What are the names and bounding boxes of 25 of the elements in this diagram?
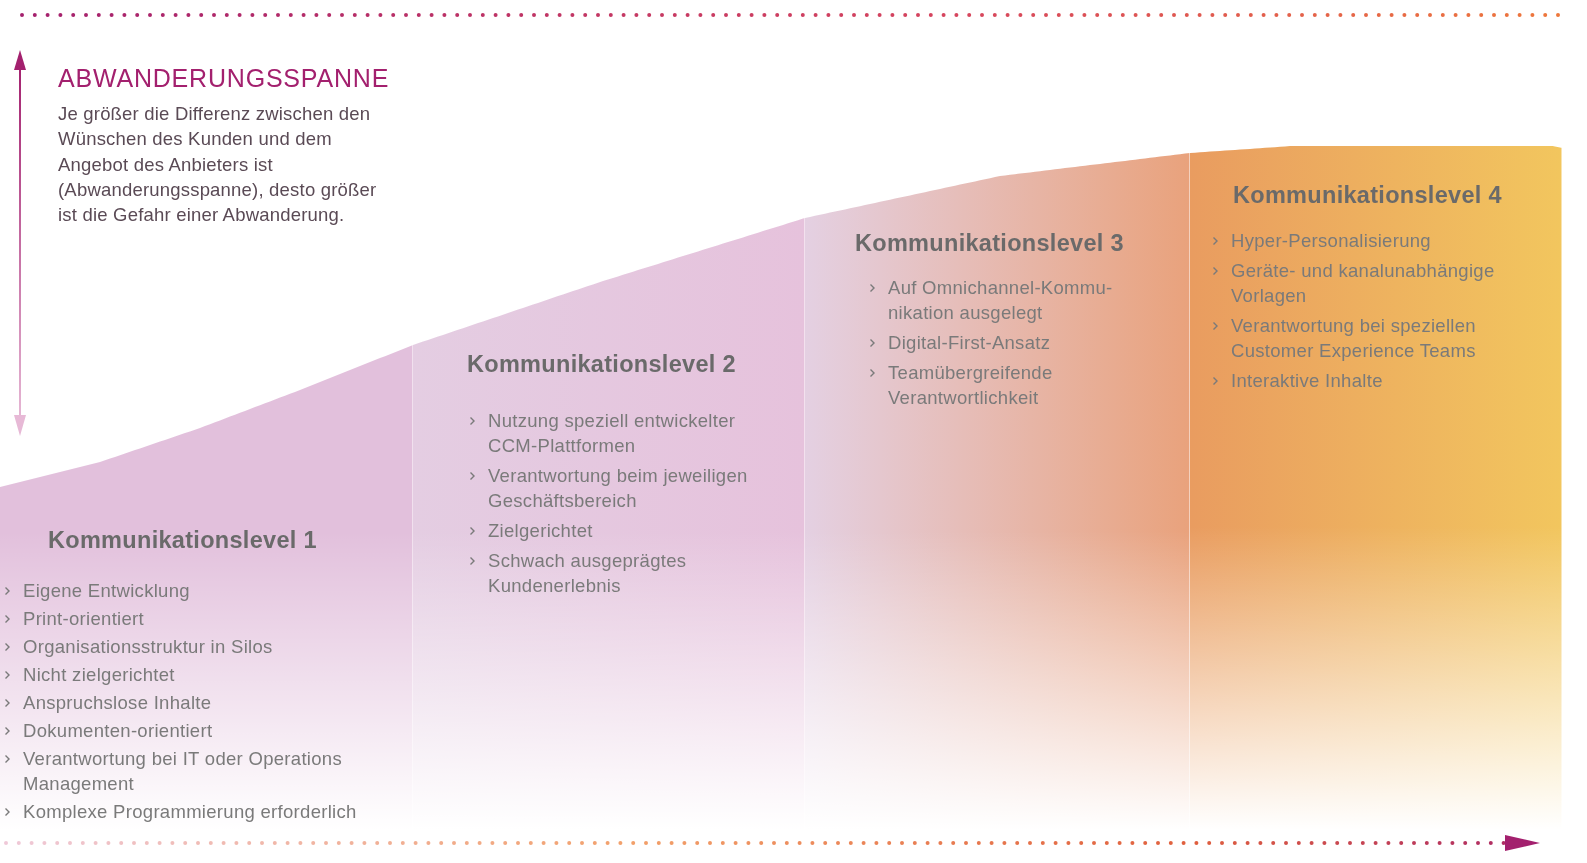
description-text: Je größer die Differenz zwischen den Wünschen des Kunden und dem Angebot des Anbieters ist (Abwanderungsspanne), desto größer ist die Gefahr einer Abwanderung. (58, 102, 378, 228)
bullet-text: Print-orientiert (23, 607, 144, 631)
level-heading: Kommunikationslevel 3 (855, 230, 1124, 257)
bullet-text: Anspruchslose Inhalte (23, 691, 212, 715)
bullet-text: Verantwortung bei IT oder Operations Management (23, 747, 343, 796)
bullet-text: Zielgerichtet (488, 519, 593, 543)
bullet-text: Digital-First-Ansatz (888, 331, 1051, 355)
bullet-text: Teamübergreifende Verantwortlichkeit (888, 361, 1054, 410)
bullet-text: Schwach ausgeprägtes Kundenerlebnis (488, 549, 688, 598)
bullet-text: Eigene Entwicklung (23, 579, 190, 603)
bullet-text: Organisationsstruktur in Silos (23, 635, 273, 659)
bullet-text: Interaktive Inhalte (1231, 369, 1383, 393)
bullet-text: Verantwortung bei speziellen Customer Experience Teams (1231, 314, 1477, 363)
title: ABWANDERUNGSSPANNE (58, 64, 390, 93)
bullet-text: Dokumenten-orientiert (23, 719, 213, 743)
bullet-text: Auf Omnichannel-Kommu-nikation ausgelegt (888, 276, 1114, 325)
bullet-text: Nutzung speziell entwickelter CCM-Plattformen (488, 409, 737, 458)
bullet-text: Nicht zielgerichtet (23, 663, 175, 687)
bullet-text: Verantwortung beim jeweiligen Geschäftsbereich (488, 464, 749, 513)
level-heading: Kommunikationslevel 2 (467, 351, 736, 378)
bullet-text: Komplexe Programmierung erforderlich (23, 800, 357, 824)
bullet-text: Geräte- und kanalunabhängige Vorlagen (1231, 259, 1496, 308)
level-heading: Kommunikationslevel 1 (48, 527, 317, 554)
bullet-text: Hyper-Personalisierung (1231, 229, 1431, 253)
level-heading: Kommunikationslevel 4 (1233, 182, 1502, 209)
